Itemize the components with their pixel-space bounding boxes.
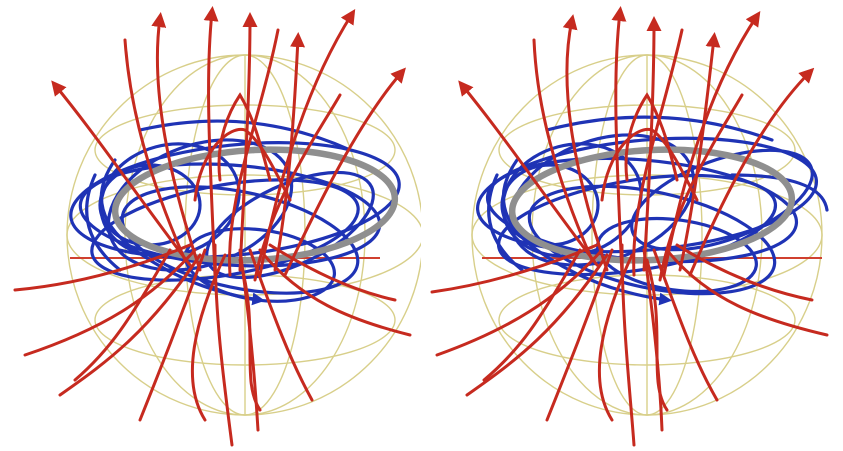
poloidal-line	[647, 260, 667, 410]
field-panel-left	[0, 0, 421, 451]
field-diagram-left	[0, 0, 421, 451]
field-diagram-right	[422, 0, 843, 451]
poloidal-line	[209, 12, 215, 275]
poloidal-line	[654, 250, 717, 400]
field-panel-right	[422, 0, 843, 451]
